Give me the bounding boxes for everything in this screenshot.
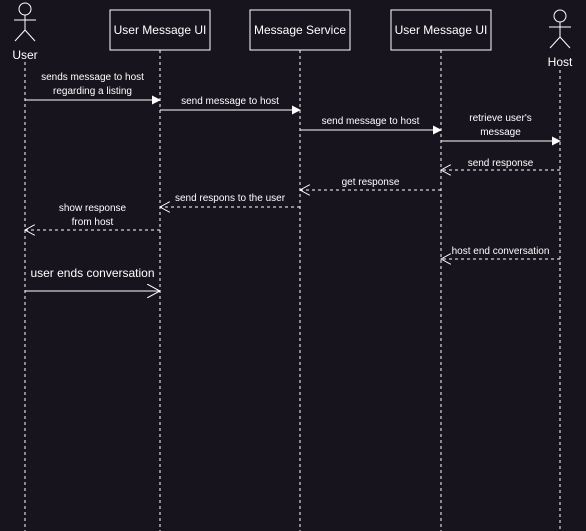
message-label-8-line-1: show response xyxy=(59,203,127,214)
actor-name-user: User xyxy=(12,48,37,62)
message-label-1-line-1: sends message to host xyxy=(41,72,144,83)
participant-name-ui2: User Message UI xyxy=(395,23,488,37)
message-label-5-line-1: send response xyxy=(468,158,534,169)
message-label-4-line-2: message xyxy=(480,127,521,138)
message-label-2-line-1: send message to host xyxy=(181,96,279,107)
message-label-7-line-1: send respons to the user xyxy=(175,193,286,204)
message-label-10-line-1: user ends conversation xyxy=(30,266,154,280)
participant-box-ui2 xyxy=(390,9,492,51)
message-label-8-line-2: from host xyxy=(72,217,114,228)
participant-name-svc: Message Service xyxy=(254,23,346,37)
actor-name-host: Host xyxy=(548,55,573,69)
message-label-6-line-1: get response xyxy=(342,177,400,188)
actor-figure-user-part-3 xyxy=(14,29,26,42)
participant-box-ui1 xyxy=(109,9,211,51)
message-label-9-line-1: host end conversation xyxy=(452,246,550,257)
actor-figure-host-part-0 xyxy=(553,9,567,23)
message-label-1-line-2: regarding a listing xyxy=(53,86,132,97)
message-label-4-line-1: retrieve user's xyxy=(469,113,532,124)
participant-box-svc xyxy=(249,9,351,51)
participant-name-ui1: User Message UI xyxy=(114,23,207,37)
actor-figure-host-part-4 xyxy=(559,36,571,49)
actor-figure-host-part-3 xyxy=(549,36,561,49)
actor-figure-user-part-0 xyxy=(18,2,32,16)
actor-figure-user-part-4 xyxy=(24,29,36,42)
message-label-3-line-1: send message to host xyxy=(322,116,420,127)
